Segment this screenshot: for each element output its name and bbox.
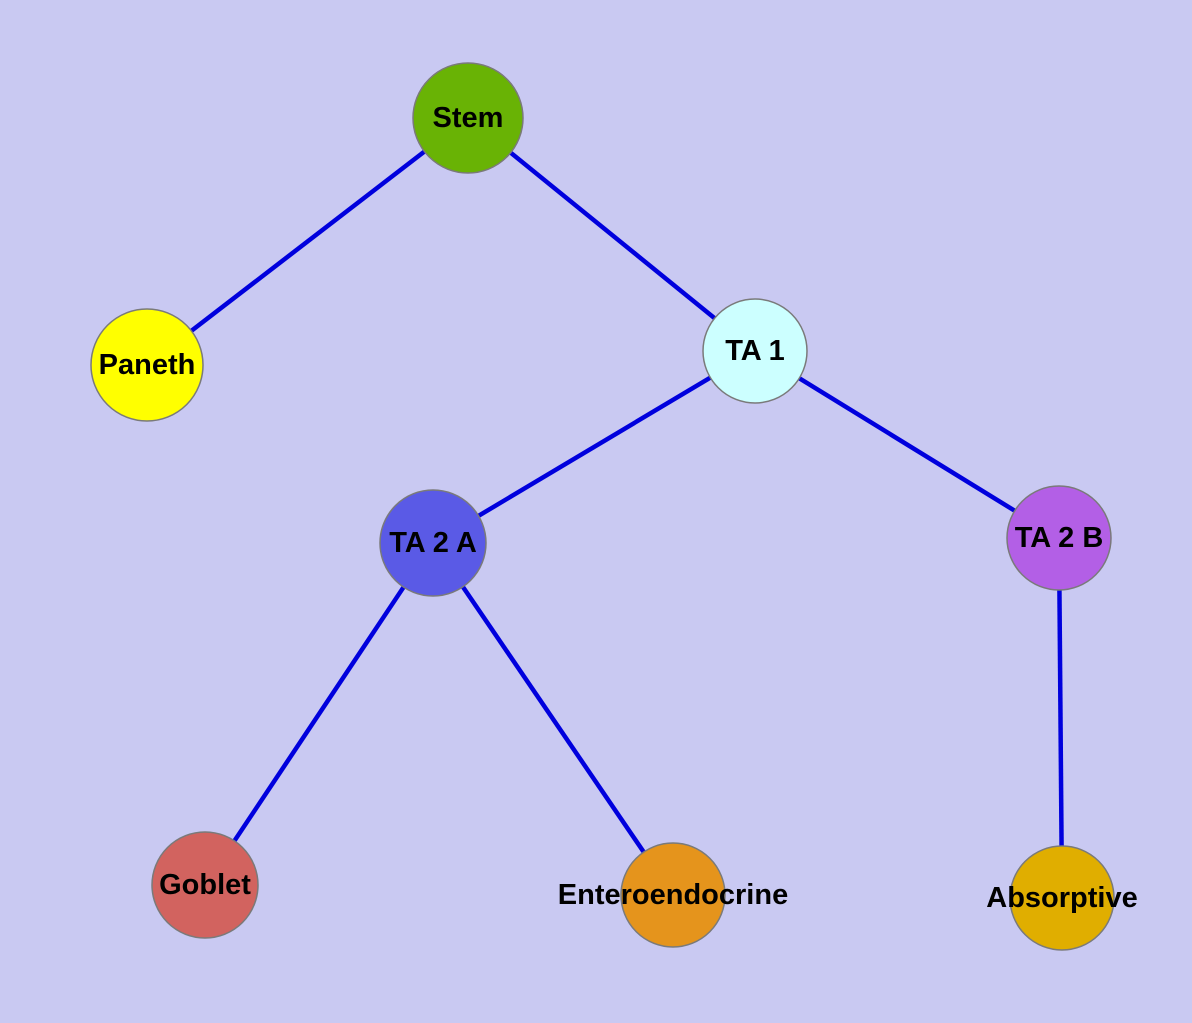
node-circle-ta2b [1006,485,1112,591]
node-circle-stem [412,62,524,174]
node-goblet: Goblet [151,831,259,939]
edge-ta2b-absorptive [1056,537,1065,899]
node-circle-ta1 [702,298,808,404]
node-ta1: TA 1 [702,298,808,404]
edge-stem-ta1 [466,116,757,353]
node-ta2a: TA 2 A [379,489,487,597]
edge-ta2a-enteroendocrine [431,541,675,897]
edge-ta2a-goblet [203,541,435,887]
node-enteroendocrine: Enteroendocrine [558,842,788,948]
node-circle-absorptive [1009,845,1115,951]
node-paneth: Paneth [90,308,204,422]
node-circle-paneth [90,308,204,422]
edge-ta1-ta2a [431,349,757,545]
node-circle-ta2a [379,489,487,597]
node-stem: Stem [412,62,524,174]
node-circle-enteroendocrine [620,842,726,948]
node-ta2b: TA 2 B [1006,485,1112,591]
edge-ta1-ta2b [753,349,1061,540]
node-absorptive: Absorptive [986,845,1138,951]
edge-stem-paneth [145,116,470,367]
node-circle-goblet [151,831,259,939]
